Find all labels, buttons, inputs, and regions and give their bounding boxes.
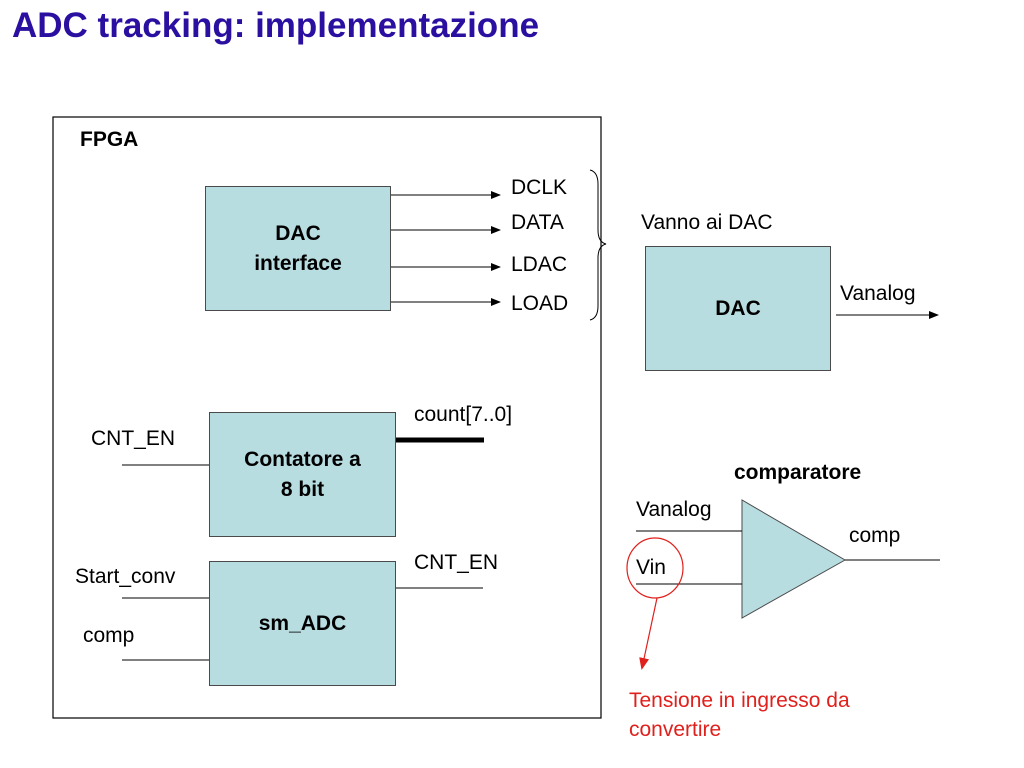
comp-output-label: comp (849, 524, 901, 547)
vin-highlight-circle (626, 537, 684, 599)
dclk-label: DCLK (511, 176, 568, 199)
cnt-en-output-label: CNT_EN (414, 551, 499, 574)
contatore-block: Contatore a 8 bit (209, 412, 396, 537)
output-brace (589, 169, 607, 321)
comparatore-label: comparatore (734, 461, 862, 484)
vanno-ai-dac-label: Vanno ai DAC (641, 211, 773, 234)
slide-title: ADC tracking: implementazione (12, 6, 540, 45)
dac-interface-label: DAC interface (254, 221, 342, 275)
dac-block: DAC (645, 246, 831, 371)
load-label: LOAD (511, 292, 569, 315)
fpga-boundary (52, 116, 602, 719)
data-label: DATA (511, 211, 564, 234)
annotation-text: Tensione in ingresso da convertire (629, 689, 850, 741)
vin-label: Vin (636, 556, 666, 579)
dac-interface-block: DAC interface (205, 186, 391, 311)
contatore-label: Contatore a 8 bit (244, 447, 361, 501)
sm-adc-label: sm_ADC (258, 611, 347, 635)
cnt-en-input-label: CNT_EN (91, 427, 176, 450)
vanalog-output-label: Vanalog (840, 282, 916, 305)
comp-input-label: comp (83, 624, 135, 647)
comparator-symbol (741, 499, 847, 619)
start-conv-label: Start_conv (75, 565, 176, 588)
ldac-label: LDAC (511, 253, 568, 276)
fpga-label: FPGA (80, 128, 139, 151)
annotation-arrow (639, 597, 658, 670)
sm-adc-block: sm_ADC (209, 561, 396, 686)
vanalog-input-label: Vanalog (636, 498, 712, 521)
dac-label: DAC (715, 296, 761, 320)
count-output-label: count[7..0] (414, 403, 513, 426)
